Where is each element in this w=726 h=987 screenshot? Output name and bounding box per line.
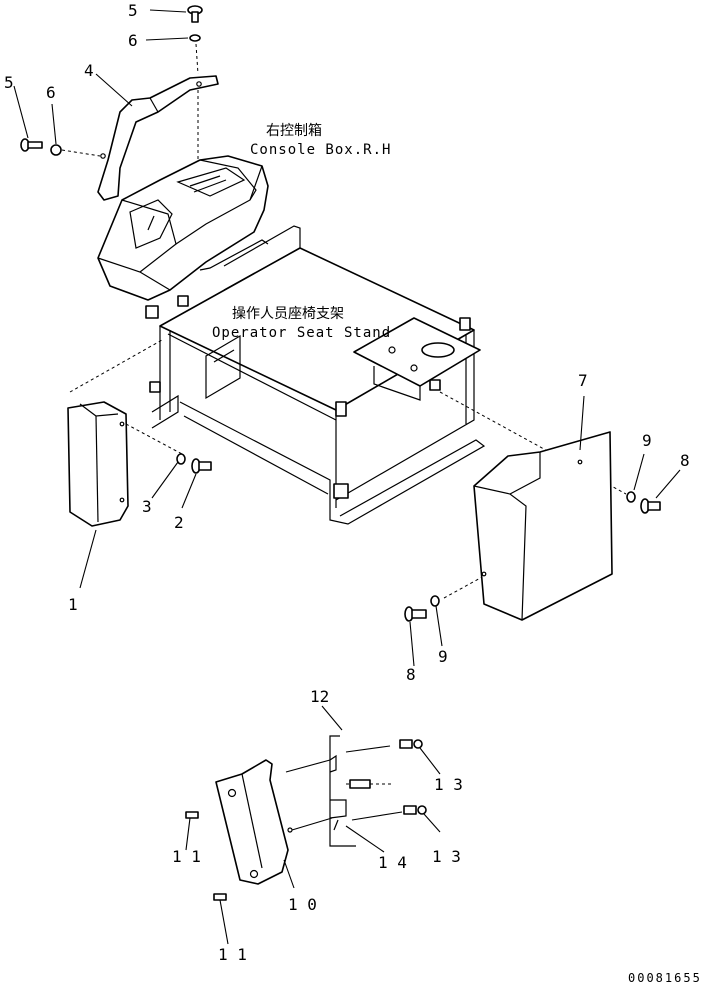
console-caption-en: Console Box.R.H [250,142,391,158]
label-7: 7 [578,371,588,390]
washer-part-9-right [626,491,636,503]
label-9-lower: 9 [438,647,448,666]
label-10: 1 0 [288,895,317,914]
cover-part-7 [473,431,613,621]
nut-part-13-upper [399,739,423,749]
label-14: 1 4 [378,853,407,872]
nut-part-13-lower [403,805,427,815]
bolt-part-8-right [640,498,661,514]
cover-part-1 [67,401,129,527]
label-2: 2 [174,513,184,532]
washer-part-9-lower [430,595,440,607]
drawing-number: 00081655 [628,971,702,985]
console-caption-jp: 右控制箱 [266,123,322,139]
plate-part-12 [329,735,392,847]
label-8-lower: 8 [406,665,416,684]
operator-seat-stand [145,225,486,525]
washer-part-6-top [189,34,201,42]
label-13-upper: 1 3 [434,775,463,794]
label-4: 4 [84,61,94,80]
label-1: 1 [68,595,78,614]
label-5-top: 5 [128,1,138,20]
label-8-right: 8 [680,451,690,470]
label-5-left: 5 [4,73,14,92]
bolt-part-8-lower [404,606,427,622]
bracket-part-4 [97,75,219,201]
seat-caption-jp: 操作人员座椅支架 [232,306,344,322]
label-6-left: 6 [46,83,56,102]
label-11-upper: 1 1 [172,847,201,866]
label-6-top: 6 [128,31,138,50]
bolt-part-2 [191,458,212,474]
washer-part-6-left [50,144,62,156]
label-9-right: 9 [642,431,652,450]
label-12: 12 [310,687,329,706]
screw-part-11-lower [213,893,227,901]
screw-part-5-top [187,5,203,23]
label-3: 3 [142,497,152,516]
bracket-part-10 [215,759,293,885]
console-box [97,155,269,301]
label-11-lower: 1 1 [218,945,247,964]
seat-caption-en: Operator Seat Stand [212,325,391,341]
label-13-lower: 1 3 [432,847,461,866]
washer-part-3 [176,453,186,465]
screw-part-11-upper [185,811,199,819]
screw-part-5-left [20,138,43,152]
